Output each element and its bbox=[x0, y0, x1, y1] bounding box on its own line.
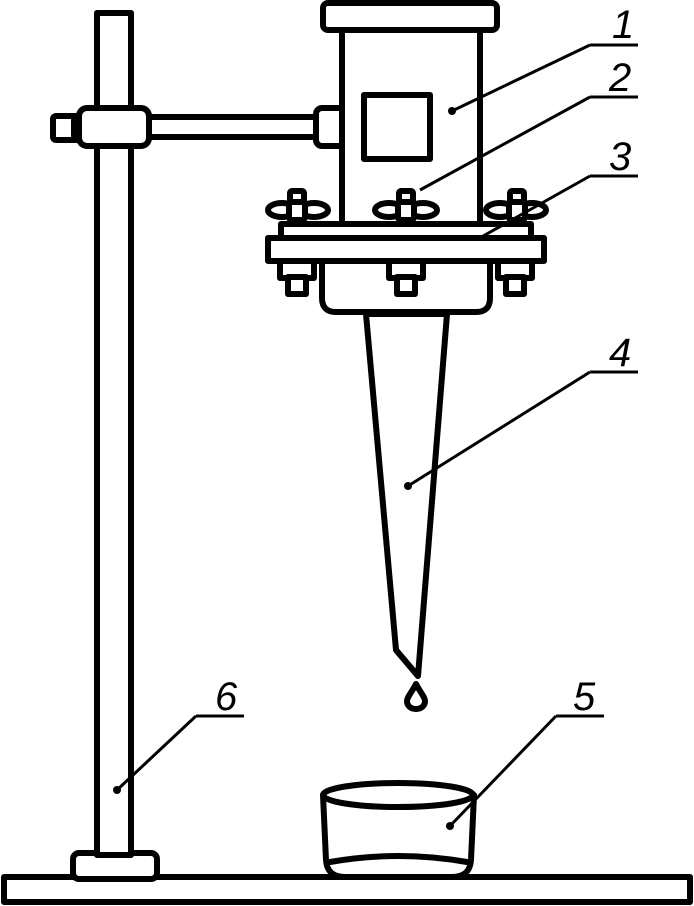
leader-line-6 bbox=[115, 714, 198, 792]
label-2: 2 bbox=[608, 56, 631, 100]
hex-nut-right-bottom bbox=[503, 274, 527, 297]
cylinder bbox=[320, 0, 500, 230]
funnel-tube bbox=[363, 311, 450, 679]
cylinder-top-cap bbox=[320, 0, 500, 33]
drop bbox=[404, 681, 428, 712]
leader-line-4 bbox=[407, 370, 591, 488]
label-5: 5 bbox=[573, 675, 596, 719]
beaker-rim bbox=[320, 780, 476, 810]
lower-flange bbox=[265, 235, 547, 264]
leader-line-2 bbox=[419, 95, 591, 192]
hex-nut-left-bottom bbox=[285, 274, 309, 297]
label-1: 1 bbox=[612, 3, 634, 47]
label-6: 6 bbox=[215, 675, 238, 719]
leader-line-3 bbox=[475, 174, 591, 242]
stand-rod bbox=[94, 10, 134, 858]
hex-nut-left bbox=[277, 258, 317, 297]
leader-dot-5 bbox=[446, 822, 454, 830]
leader-line-5 bbox=[448, 714, 558, 828]
wing-nut-center bbox=[372, 188, 440, 223]
beaker bbox=[320, 780, 477, 880]
clamp-boss bbox=[76, 105, 152, 149]
leader-dot-1 bbox=[448, 107, 456, 115]
beaker-liquid-line bbox=[327, 853, 470, 865]
stand bbox=[70, 10, 160, 882]
hex-nut-right bbox=[495, 258, 535, 297]
hex-nut-center bbox=[386, 258, 426, 297]
leader-line-1 bbox=[451, 43, 591, 113]
clamp-arm-bar bbox=[145, 114, 321, 140]
wing-nut-left bbox=[265, 188, 331, 223]
hex-nut-center-bottom bbox=[394, 274, 418, 297]
wing-nut-center-hub bbox=[395, 199, 417, 223]
wing-nut-left-hub bbox=[286, 199, 308, 223]
label-4: 4 bbox=[609, 331, 631, 375]
leader-lines bbox=[115, 43, 638, 828]
cylinder-holder-block bbox=[361, 92, 433, 162]
leader-dot-4 bbox=[404, 482, 412, 490]
label-3: 3 bbox=[609, 135, 631, 179]
leader-dot-6 bbox=[113, 786, 121, 794]
